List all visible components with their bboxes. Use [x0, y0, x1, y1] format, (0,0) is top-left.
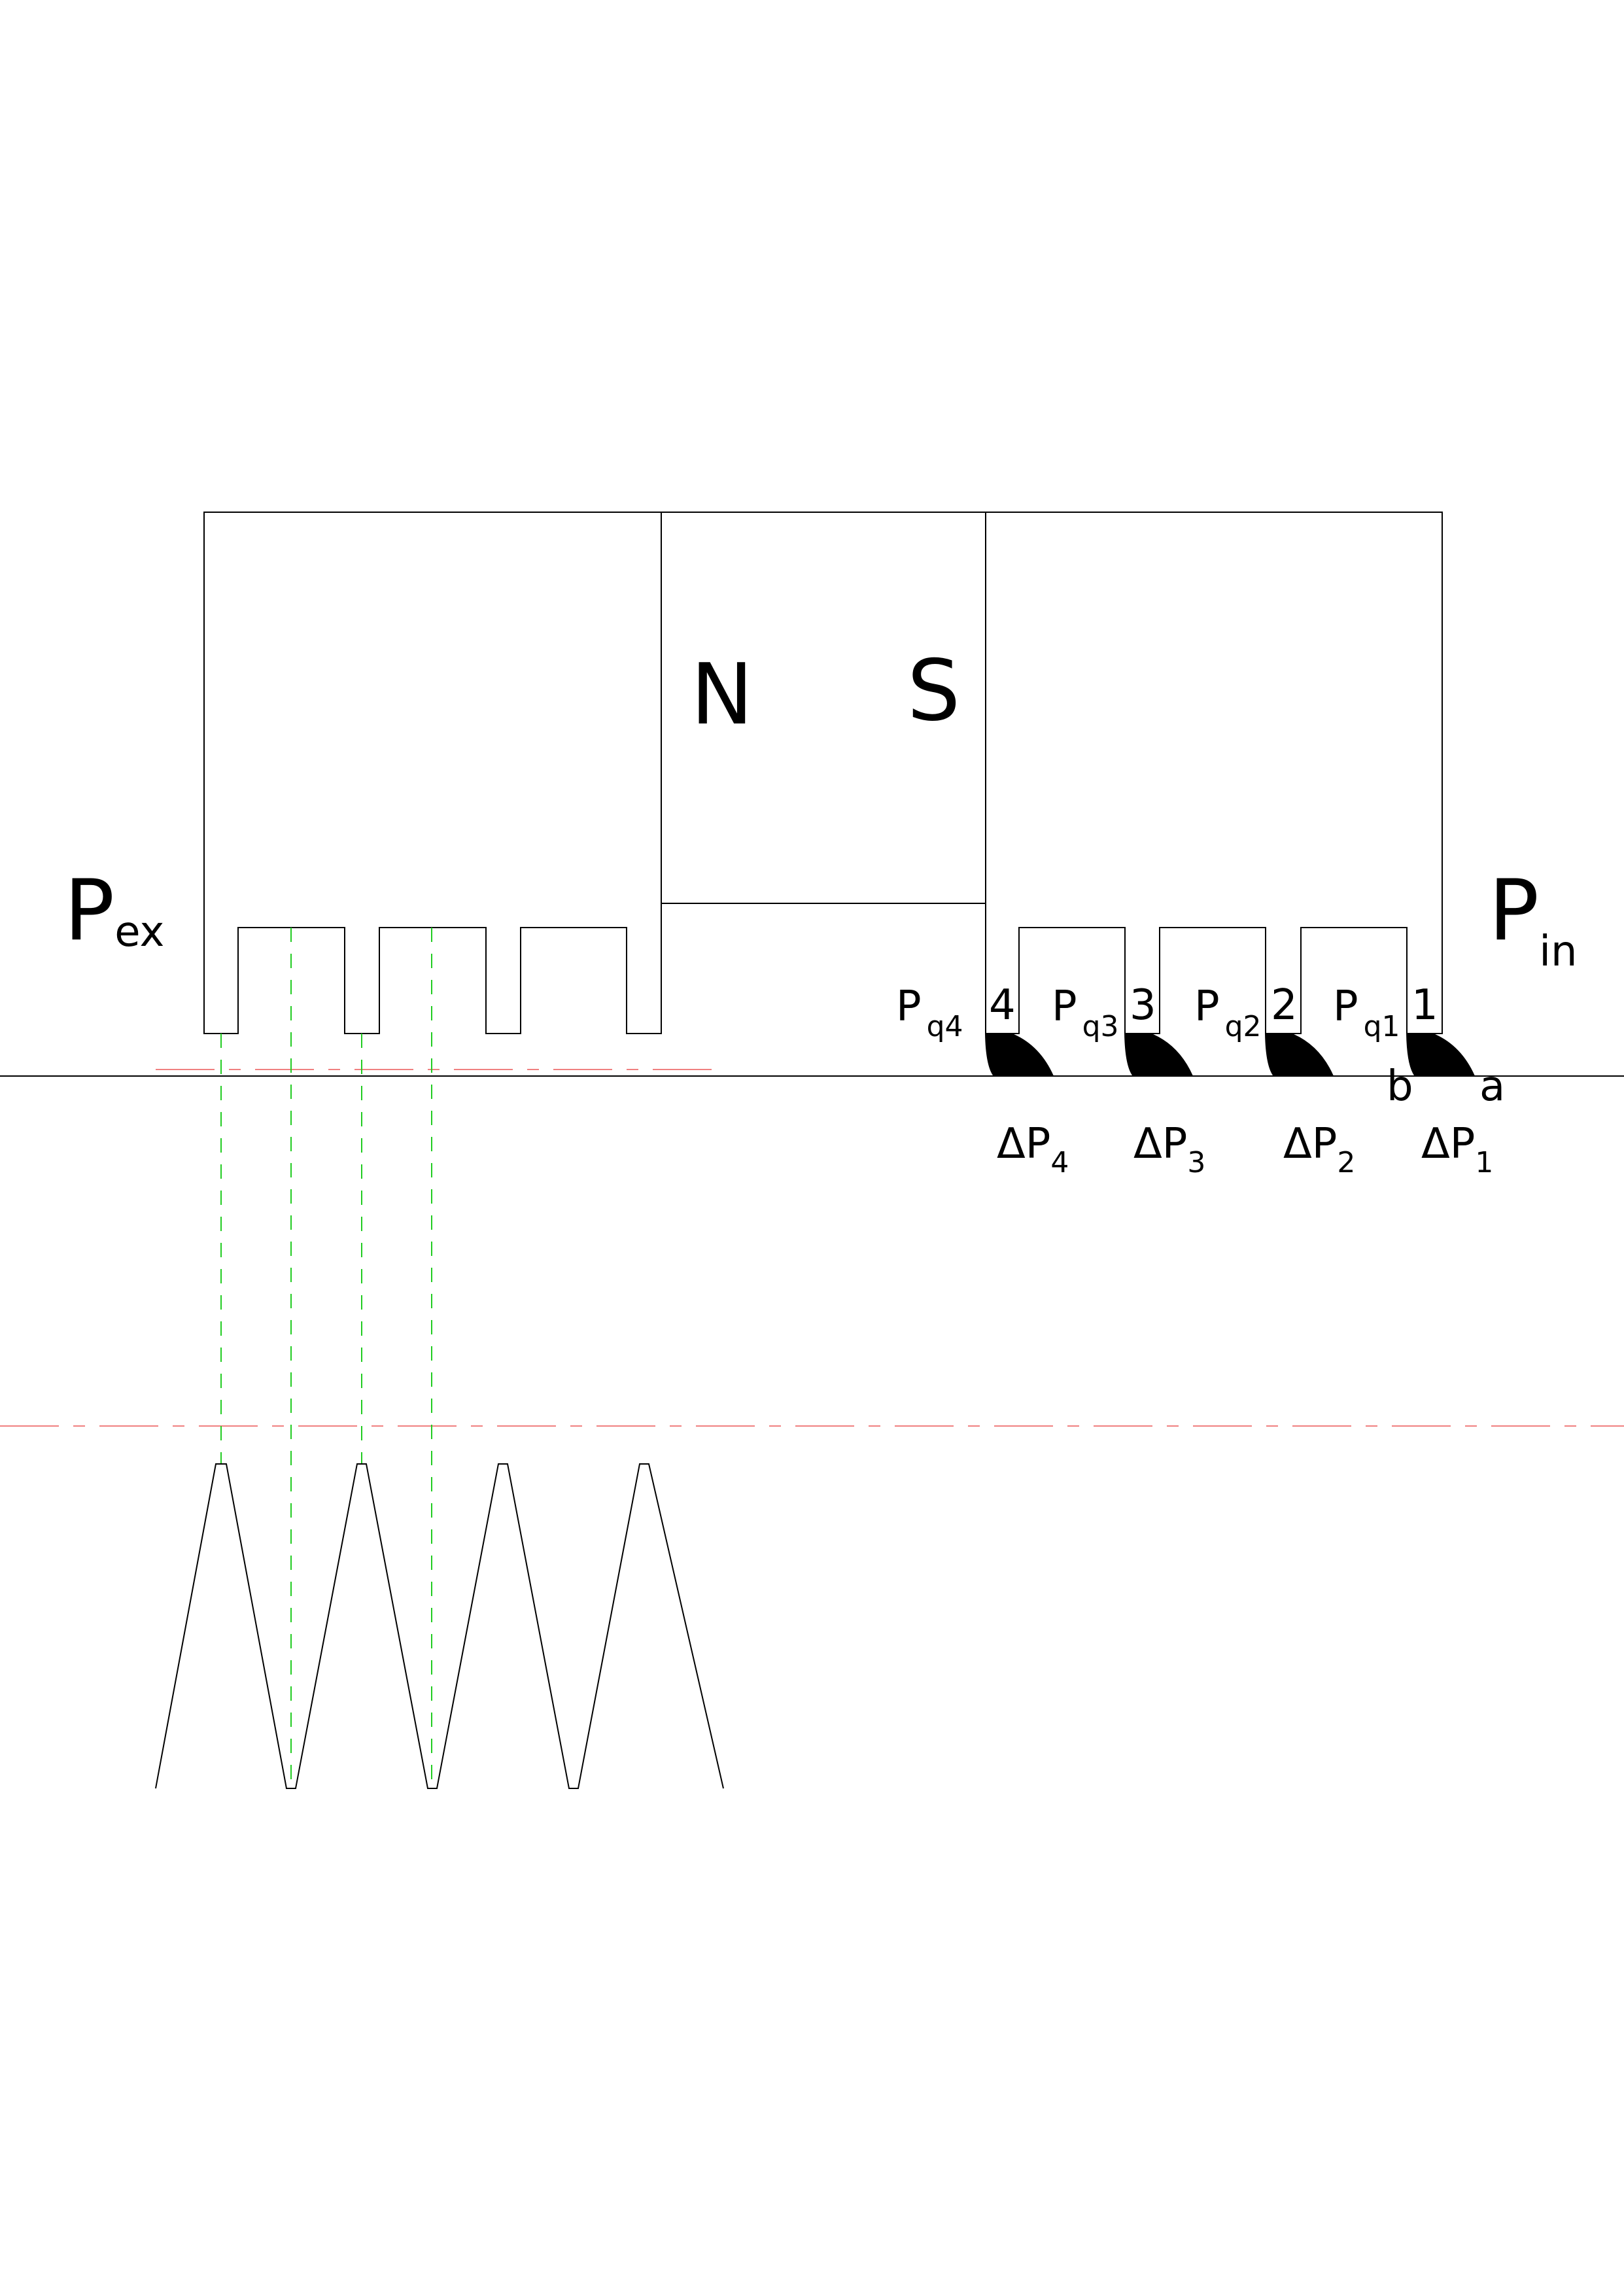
dp4-label: ΔP4 [997, 1120, 1069, 1179]
fluid-bead-4 [984, 1032, 1054, 1077]
dp1-main: ΔP [1421, 1120, 1475, 1168]
dp1-label: ΔP1 [1421, 1120, 1493, 1179]
pq1-main: P [1333, 983, 1358, 1031]
dp4-subscript: 4 [1050, 1146, 1069, 1179]
pq4-subscript: q4 [927, 1010, 963, 1043]
stage-2-label: 2 [1271, 981, 1298, 1030]
p-in-main: P [1489, 862, 1539, 960]
dp3-subscript: 3 [1187, 1146, 1205, 1179]
dp3-main: ΔP [1133, 1120, 1187, 1168]
stage-3-label: 3 [1130, 981, 1156, 1030]
p-ex-subscript: ex [114, 908, 164, 956]
right-pole-piece [985, 512, 1443, 1034]
p-in-label: Pin [1489, 862, 1578, 976]
p-ex-label: Pex [64, 862, 164, 960]
pq1-subscript: q1 [1364, 1010, 1400, 1043]
fluid-bead-1 [1406, 1032, 1476, 1077]
dp4-main: ΔP [997, 1120, 1050, 1168]
pq3-subscript: q3 [1082, 1010, 1119, 1043]
fluid-bead-2 [1264, 1032, 1334, 1077]
dp1-subscript: 1 [1475, 1146, 1493, 1179]
pq4-main: P [896, 983, 922, 1031]
point-b-label: b [1387, 1062, 1413, 1111]
magnet-s-label: S [907, 642, 960, 740]
fluid-bead-3 [1124, 1032, 1194, 1077]
dp2-subscript: 2 [1337, 1146, 1355, 1179]
pq2-subscript: q2 [1225, 1010, 1262, 1043]
left-pole-piece [203, 512, 662, 1034]
p-ex-main: P [64, 862, 114, 960]
dp2-label: ΔP2 [1283, 1120, 1355, 1179]
dp3-label: ΔP3 [1133, 1120, 1205, 1179]
magnet-n-label: N [691, 646, 753, 744]
point-a-label: a [1479, 1062, 1505, 1111]
pq3-main: P [1052, 983, 1077, 1031]
stage-1-label: 1 [1411, 981, 1438, 1030]
stage-4-label: 4 [989, 981, 1016, 1030]
dp2-main: ΔP [1283, 1120, 1337, 1168]
pq2-main: P [1194, 983, 1220, 1031]
p-in-subscript: in [1539, 928, 1577, 976]
tooth-profile-zigzag [155, 1463, 724, 1789]
